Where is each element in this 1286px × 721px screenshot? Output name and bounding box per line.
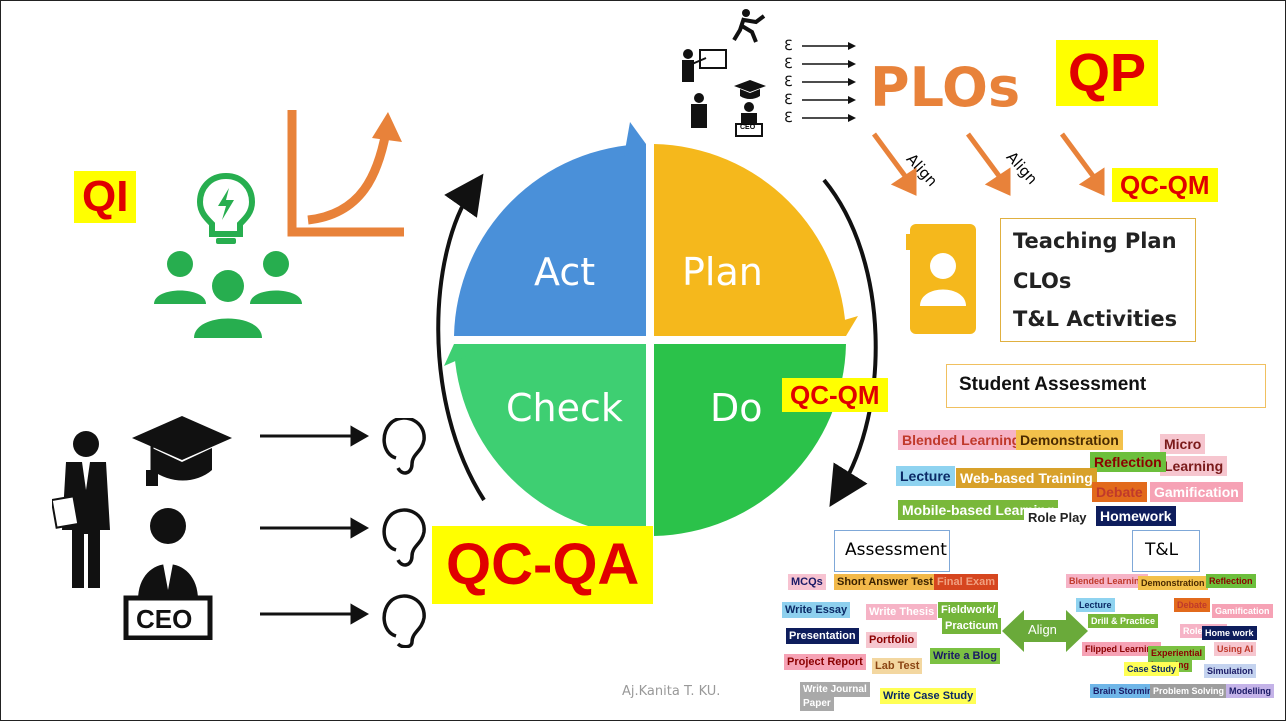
teaching-plan-box: Teaching Plan CLOs T&L Activities xyxy=(1000,218,1196,342)
assessment-header: Assessment xyxy=(834,530,950,572)
tl-tag: Reflection xyxy=(1206,574,1256,588)
qc-qm-mid-label: QC-QM xyxy=(782,378,888,412)
tl-tag: Brain Storming xyxy=(1090,684,1162,698)
ear-icon xyxy=(382,594,426,648)
qp-label: QP xyxy=(1056,40,1159,106)
tl-tag: Demonstration xyxy=(1138,576,1208,590)
assessment-tag: Short Answer Test xyxy=(834,574,936,590)
assessment-tag: Paper xyxy=(800,696,834,711)
graduation-cap-icon xyxy=(132,416,232,486)
tl-tag: Lecture xyxy=(1076,598,1115,612)
tl-header-label: T&L xyxy=(1145,540,1179,560)
do-label: Do xyxy=(710,386,763,430)
businessman-icon xyxy=(691,93,707,128)
graduation-cap-icon xyxy=(734,80,766,99)
student-assessment-box: Student Assessment xyxy=(946,364,1266,408)
activity-tag: Role Play xyxy=(1024,508,1091,527)
assessment-tag: Final Exam xyxy=(934,574,999,590)
act-label: Act xyxy=(534,250,596,294)
qi-label: QI xyxy=(74,171,137,223)
businessman-icon xyxy=(52,431,110,588)
align-double-arrow xyxy=(1002,610,1088,652)
assessment-tag: Write Case Study xyxy=(880,688,977,704)
ear-icon xyxy=(382,508,426,567)
align-center-label: Align xyxy=(1028,622,1057,637)
ceo-icon xyxy=(123,508,213,640)
tl-tag: Drill & Practice xyxy=(1088,614,1159,628)
ear-icon xyxy=(382,418,426,475)
ear-icon: ℇ xyxy=(784,38,793,54)
left-arrows xyxy=(260,418,426,648)
teaching-plan-item: Teaching Plan xyxy=(1013,229,1177,253)
activity-tag: Web-based Training xyxy=(956,468,1097,488)
assessment-tag: Write Journal xyxy=(800,682,870,697)
assessment-tag: Presentation xyxy=(786,628,859,644)
tl-tag: Using AI xyxy=(1214,642,1257,656)
tl-activities-item: T&L Activities xyxy=(1013,307,1178,331)
qc-qm-top-label: QC-QM xyxy=(1112,168,1218,202)
tl-tag: Gamification xyxy=(1212,604,1273,618)
assessment-tag: Lab Test xyxy=(872,658,923,674)
credit-label: Aj.Kanita T. KU. xyxy=(622,684,721,699)
assessment-tag: Write a Blog xyxy=(930,648,1000,664)
act-wedge xyxy=(454,144,646,336)
person-card-icon xyxy=(906,224,976,334)
ceo-icon xyxy=(735,102,763,137)
assessment-header-label: Assessment xyxy=(845,540,947,560)
ear-icon: ℇ xyxy=(784,56,793,72)
tl-tag: Modelling xyxy=(1226,684,1274,698)
activity-tag: Mobile-based Learning xyxy=(898,500,1059,520)
align-arrows xyxy=(871,132,1105,196)
assessment-tag: Portfolio xyxy=(866,632,918,648)
activity-tag: Micro xyxy=(1160,434,1206,454)
tl-tag: Simulation xyxy=(1204,664,1257,678)
ear-icon: ℇ xyxy=(784,92,793,108)
tl-tag: Experiential xyxy=(1148,646,1206,660)
tl-header: T&L xyxy=(1132,530,1200,572)
lightbulb-icon xyxy=(196,172,256,244)
assessment-tag: Write Essay xyxy=(782,602,851,618)
qc-qa-label: QC-QA xyxy=(432,526,654,604)
assessment-tag: Project Report xyxy=(784,654,866,670)
ear-icon: ℇ xyxy=(784,74,793,90)
check-label: Check xyxy=(506,386,623,430)
growth-chart-icon xyxy=(287,110,404,237)
student-assessment-label: Student Assessment xyxy=(959,374,1147,395)
plan-label: Plan xyxy=(682,250,763,294)
clos-item: CLOs xyxy=(1013,269,1072,293)
check-wedge xyxy=(454,344,646,536)
ceo-label: CEO xyxy=(136,604,193,634)
activity-tag: Debate xyxy=(1092,482,1147,502)
cycle-arrow-icon xyxy=(822,178,878,507)
activity-tag: Reflection xyxy=(1090,452,1166,472)
tl-tag: Home work xyxy=(1202,626,1257,640)
assessment-tag: MCQs xyxy=(788,574,826,590)
tl-tag: Problem Solving xyxy=(1150,684,1228,698)
tl-tag: Debate xyxy=(1174,598,1211,612)
activity-tag: Lecture xyxy=(896,466,955,486)
activity-tag: Blended Learning xyxy=(898,430,1025,450)
assessment-tag: Practicum xyxy=(942,618,1002,634)
tl-tag: Blended Learning xyxy=(1066,574,1149,588)
activity-tag: Demonstration xyxy=(1016,430,1123,450)
tl-tag: Case Study xyxy=(1124,662,1180,676)
assessment-tag: Write Thesis xyxy=(866,604,938,620)
ear-icon: ℇ xyxy=(784,110,793,126)
ear-arrows-top: ℇ ℇ ℇ ℇ ℇ xyxy=(784,38,856,126)
tl-tag: Flipped Learning xyxy=(1082,642,1161,656)
activity-tag: Gamification xyxy=(1150,482,1243,502)
plos-label: PLOs xyxy=(870,56,1021,119)
teacher-icon xyxy=(682,49,727,82)
activity-tag: Learning xyxy=(1160,456,1228,476)
assessment-tag: Fieldwork/ xyxy=(938,602,999,618)
runner-icon xyxy=(732,9,766,43)
cycle-arrow-icon xyxy=(436,173,486,502)
do-wedge xyxy=(654,344,846,536)
activity-tag: Homework xyxy=(1096,506,1176,526)
pdca-cycle xyxy=(436,122,878,536)
ceo-small-label: CEO xyxy=(740,124,756,131)
plan-wedge xyxy=(654,144,846,336)
people-group-icon xyxy=(154,251,302,338)
